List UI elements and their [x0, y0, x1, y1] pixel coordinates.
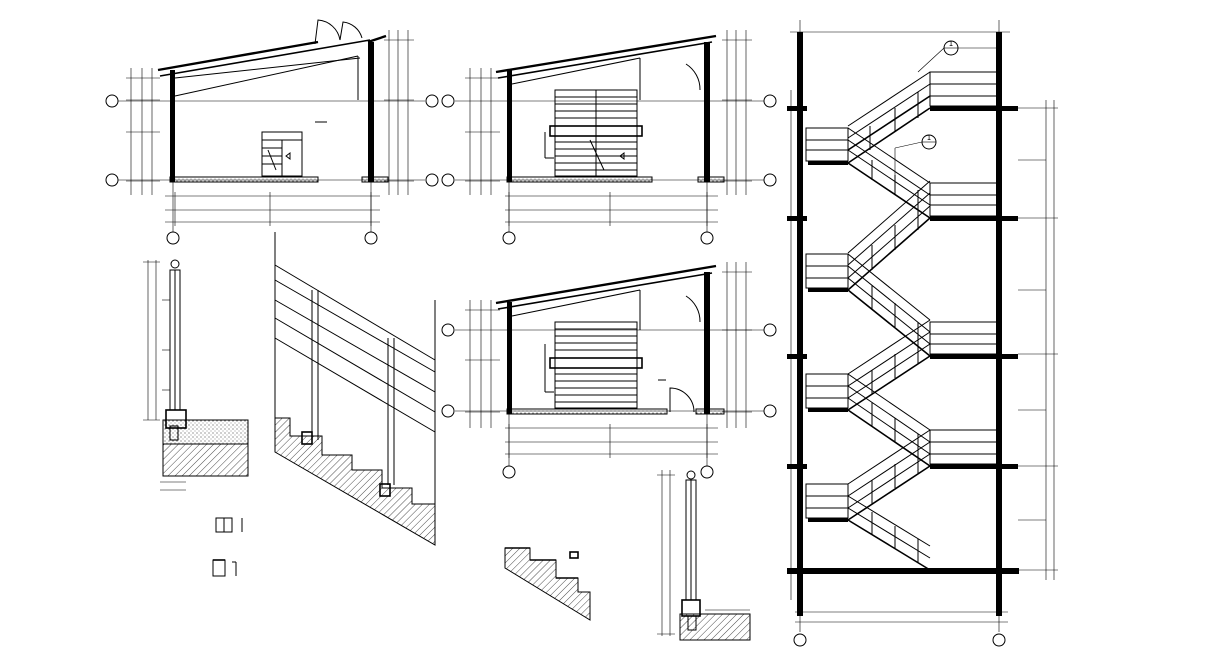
landing-railings: [805, 71, 999, 519]
plan-typical: [441, 30, 777, 245]
detail-railing-1: [143, 259, 249, 577]
plan-top: [441, 262, 777, 479]
plan-ground: [105, 19, 439, 245]
stair-flights: [847, 71, 931, 571]
section-callout-mid: 1: [894, 134, 937, 178]
callout-label: 1: [927, 134, 931, 142]
detail-stair-1: [274, 232, 436, 546]
section-stair: 1 1: [787, 20, 1058, 647]
callout-label: 1: [949, 40, 953, 48]
section-callout-top: 1: [917, 40, 996, 73]
detail-stair-2: [504, 547, 591, 621]
detail-railing-2: [657, 470, 751, 641]
